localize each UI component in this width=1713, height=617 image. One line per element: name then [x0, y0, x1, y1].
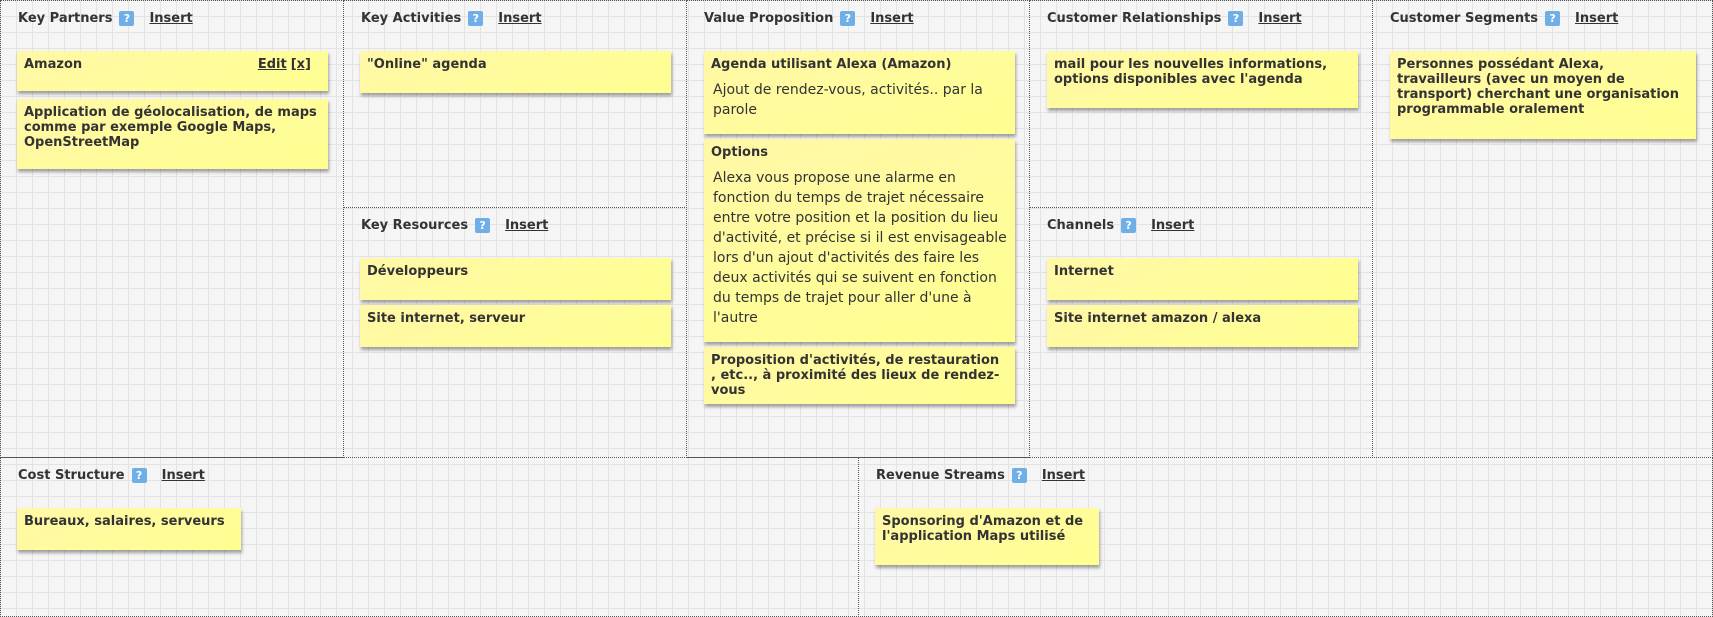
- help-icon[interactable]: ?: [1228, 11, 1244, 26]
- section-title: Key Resources: [361, 218, 469, 233]
- sticky-note[interactable]: "Online" agenda: [360, 51, 671, 93]
- section-revenue-streams: Revenue Streams ? Insert Sponsoring d'Am…: [858, 457, 1713, 617]
- section-header: Customer Segments ? Insert: [1390, 11, 1618, 26]
- sticky-note[interactable]: Application de géolocalisation, de maps …: [17, 99, 328, 169]
- help-icon[interactable]: ?: [1121, 218, 1137, 233]
- sticky-note[interactable]: Agenda utilisant Alexa (Amazon) Ajout de…: [704, 51, 1015, 134]
- note-text: Application de géolocalisation, de maps …: [24, 105, 317, 150]
- insert-link[interactable]: Insert: [149, 11, 193, 26]
- sticky-note[interactable]: Amazon Edit[x]: [17, 51, 328, 91]
- note-text: Bureaux, salaires, serveurs: [24, 514, 225, 529]
- insert-link[interactable]: Insert: [1151, 218, 1195, 233]
- help-icon[interactable]: ?: [119, 11, 135, 26]
- section-title: Value Proposition: [704, 11, 834, 26]
- insert-link[interactable]: Insert: [1575, 11, 1619, 26]
- note-text: Internet: [1054, 264, 1114, 279]
- section-title: Cost Structure: [18, 468, 125, 483]
- sticky-note[interactable]: Personnes possédant Alexa, travailleurs …: [1390, 51, 1696, 139]
- sticky-note[interactable]: Proposition d'activités, de restauration…: [704, 347, 1015, 404]
- edit-link[interactable]: Edit: [257, 57, 287, 72]
- insert-link[interactable]: Insert: [498, 11, 542, 26]
- help-icon[interactable]: ?: [468, 11, 484, 26]
- section-key-partners: Key Partners ? Insert Amazon Edit[x] App…: [0, 0, 344, 458]
- section-title: Customer Segments: [1390, 11, 1539, 26]
- sticky-note[interactable]: mail pour les nouvelles informations, op…: [1047, 51, 1358, 108]
- note-text: Site internet amazon / alexa: [1054, 311, 1262, 326]
- sticky-note[interactable]: Internet: [1047, 258, 1358, 300]
- help-icon[interactable]: ?: [840, 11, 856, 26]
- sticky-note[interactable]: Site internet, serveur: [360, 305, 671, 347]
- section-customer-relationships: Customer Relationships ? Insert mail pou…: [1029, 0, 1373, 208]
- note-text: Personnes possédant Alexa, travailleurs …: [1397, 57, 1679, 117]
- section-cost-structure: Cost Structure ? Insert Bureaux, salaire…: [0, 457, 859, 617]
- section-header: Key Resources ? Insert: [361, 218, 548, 233]
- sticky-note[interactable]: Site internet amazon / alexa: [1047, 305, 1358, 347]
- section-customer-segments: Customer Segments ? Insert Personnes pos…: [1372, 0, 1713, 458]
- section-header: Value Proposition ? Insert: [704, 11, 914, 26]
- insert-link[interactable]: Insert: [505, 218, 549, 233]
- note-title: Agenda utilisant Alexa (Amazon): [711, 57, 952, 72]
- section-header: Revenue Streams ? Insert: [876, 468, 1085, 483]
- section-value-proposition: Value Proposition ? Insert Agenda utilis…: [686, 0, 1030, 458]
- note-title: Options: [711, 145, 768, 160]
- section-header: Key Partners ? Insert: [18, 11, 193, 26]
- help-icon[interactable]: ?: [475, 218, 491, 233]
- sticky-note[interactable]: Options Alexa vous propose une alarme en…: [704, 139, 1015, 342]
- insert-link[interactable]: Insert: [1041, 468, 1086, 483]
- sticky-note[interactable]: Bureaux, salaires, serveurs: [17, 508, 241, 550]
- section-title: Key Partners: [18, 11, 113, 26]
- sticky-note[interactable]: Sponsoring d'Amazon et de l'application …: [875, 508, 1099, 565]
- section-title: Key Activities: [361, 11, 462, 26]
- note-text: mail pour les nouvelles informations, op…: [1054, 57, 1328, 87]
- section-header: Key Activities ? Insert: [361, 11, 542, 26]
- insert-link[interactable]: Insert: [870, 11, 914, 26]
- section-title: Revenue Streams: [876, 468, 1005, 483]
- help-icon[interactable]: ?: [131, 468, 147, 483]
- note-text: Développeurs: [367, 264, 469, 279]
- note-text: Sponsoring d'Amazon et de l'application …: [882, 514, 1084, 544]
- section-channels: Channels ? Insert Internet Site internet…: [1029, 207, 1373, 458]
- note-text: Proposition d'activités, de restauration…: [711, 353, 1000, 398]
- insert-link[interactable]: Insert: [1258, 11, 1302, 26]
- help-icon[interactable]: ?: [1545, 11, 1561, 26]
- help-icon[interactable]: ?: [1011, 468, 1027, 483]
- section-header: Channels ? Insert: [1047, 218, 1194, 233]
- note-body: Alexa vous propose une alarme en fonctio…: [713, 170, 1007, 326]
- section-key-activities: Key Activities ? Insert "Online" agenda: [343, 0, 687, 208]
- note-text: "Online" agenda: [367, 57, 487, 72]
- section-title: Channels: [1047, 218, 1115, 233]
- note-body: Ajout de rendez-vous, activités.. par la…: [713, 82, 983, 118]
- section-key-resources: Key Resources ? Insert Développeurs Site…: [343, 207, 687, 458]
- note-text: Site internet, serveur: [367, 311, 526, 326]
- section-header: Cost Structure ? Insert: [18, 468, 205, 483]
- sticky-note[interactable]: Développeurs: [360, 258, 671, 300]
- section-title: Customer Relationships: [1047, 11, 1222, 26]
- note-text: Amazon: [24, 57, 83, 72]
- note-actions: Edit[x]: [258, 57, 311, 72]
- insert-link[interactable]: Insert: [161, 468, 205, 483]
- delete-link[interactable]: [x]: [290, 57, 311, 72]
- section-header: Customer Relationships ? Insert: [1047, 11, 1302, 26]
